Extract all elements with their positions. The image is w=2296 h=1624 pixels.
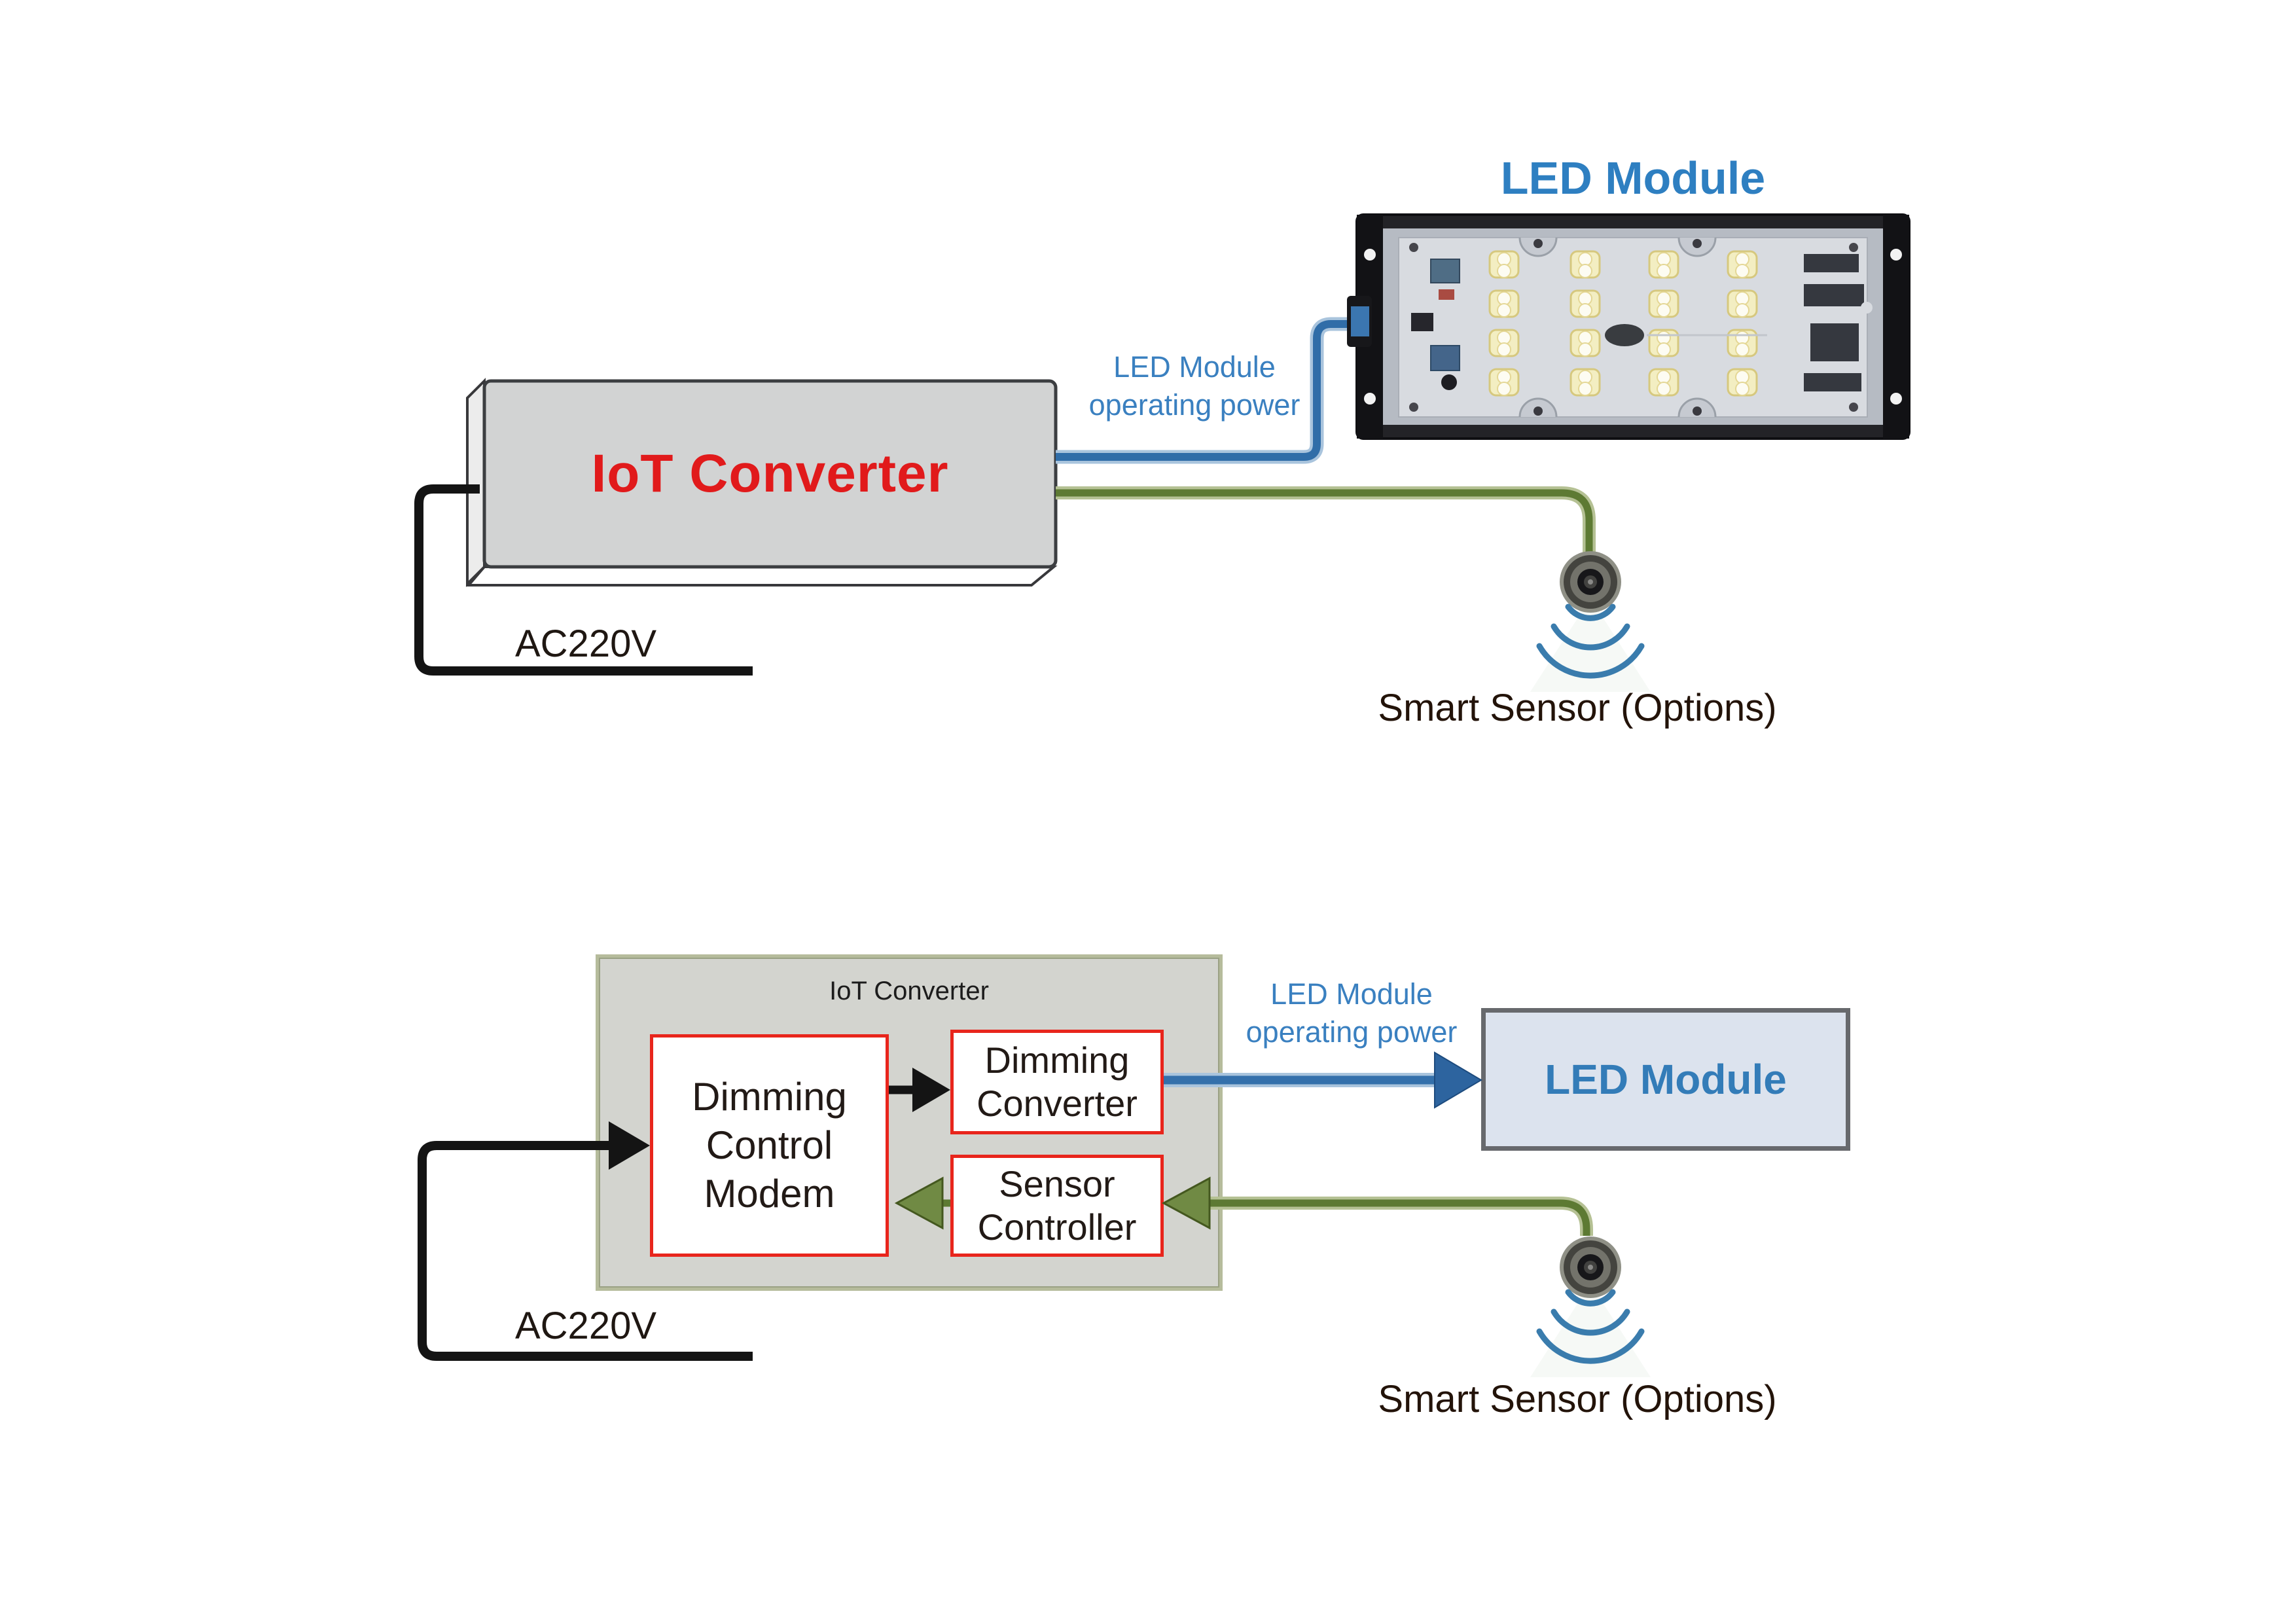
- ac220v-label-top: AC220V: [514, 623, 657, 665]
- box-front-face: [482, 379, 1058, 569]
- ac-input-arrowhead: [609, 1121, 650, 1170]
- led-power-arrowhead: [1434, 1051, 1482, 1109]
- smart-sensor-caption-bottom: Smart Sensor (Options): [1378, 1378, 1777, 1420]
- controller-to-modem-arrowhead: [894, 1176, 944, 1230]
- operating-power-label-bottom: LED Module operating power: [1246, 977, 1458, 1049]
- wifi-waves-icon: [1536, 604, 1645, 679]
- led-module-title: LED Module: [1500, 153, 1766, 204]
- ac-power-wire-bottom: [418, 1141, 753, 1361]
- ac220v-label-bottom: AC220V: [514, 1305, 657, 1347]
- dimming-control-modem-box: Dimming Control Modem: [650, 1034, 889, 1257]
- modem-to-converter-arrowhead: [912, 1068, 950, 1112]
- ac-power-wire-top: [414, 484, 753, 676]
- driver-components: [1804, 254, 1864, 391]
- smart-sensor-icon: [1530, 551, 1651, 692]
- dimming-converter-box: Dimming Converter: [950, 1030, 1164, 1134]
- sensor-wire-halo-bottom: [1208, 1197, 1593, 1236]
- sensor-to-controller-arrowhead: [1161, 1176, 1211, 1230]
- sensor-wire-halo-top: [1056, 486, 1596, 554]
- operating-power-label-top: LED Module operating power: [1088, 350, 1300, 422]
- wifi-waves-icon: [1536, 1289, 1645, 1364]
- iot-converter-box-3d: [465, 378, 1058, 587]
- sensor-wire-top: [1056, 489, 1593, 554]
- sensor-wire-bottom: [1208, 1199, 1590, 1236]
- sensor-controller-box: Sensor Controller: [950, 1155, 1164, 1257]
- iot-converter-label: IoT Converter: [591, 444, 949, 503]
- container-title: IoT Converter: [829, 977, 989, 1005]
- led-power-wire-top: [1056, 320, 1350, 461]
- led-grid: [1488, 250, 1758, 397]
- led-module-photo: [1347, 213, 1910, 440]
- smart-sensor-caption-top: Smart Sensor (Options): [1378, 687, 1777, 729]
- smart-sensor-icon: [1530, 1236, 1651, 1377]
- led-module-box: LED Module: [1481, 1008, 1850, 1151]
